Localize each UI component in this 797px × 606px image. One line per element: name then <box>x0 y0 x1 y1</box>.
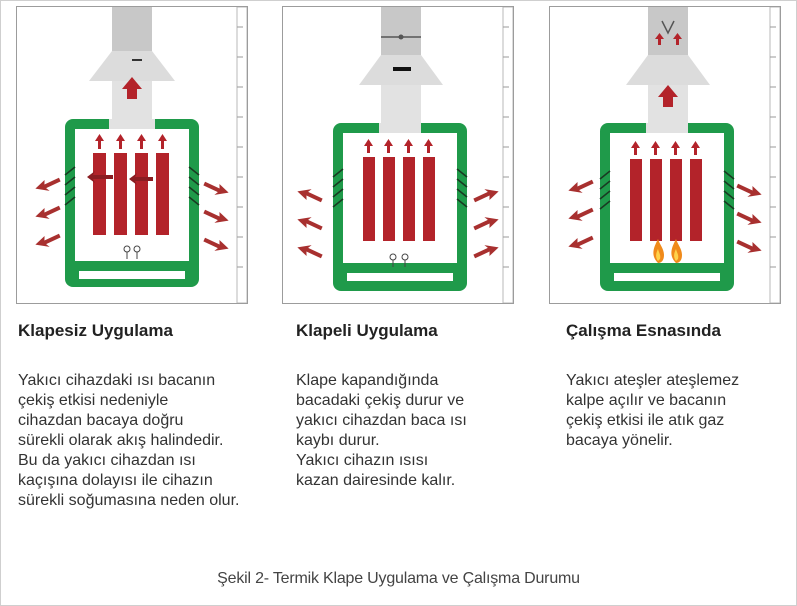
panel-description-operating: Yakıcı ateşler ateşlemez kalpe açılır ve… <box>566 372 740 449</box>
boiler-diagram-operating <box>568 7 780 303</box>
panel-title-with-damper: Klapeli Uygulama <box>296 321 438 340</box>
boiler-diagram-no-damper <box>35 7 247 303</box>
diagram-panel-operating <box>549 6 781 304</box>
panel-title-no-damper: Klapesiz Uygulama <box>18 321 173 340</box>
diagram-panel-with-damper <box>282 6 514 304</box>
frame-left-line <box>0 0 1 606</box>
panel-title-operating: Çalışma Esnasında <box>566 321 721 340</box>
figure-caption: Şekil 2- Termik Klape Uygulama ve Çalışm… <box>217 570 580 587</box>
frame-top-line <box>0 0 797 1</box>
panel-description-with-damper: Klape kapandığında bacadaki çekiş durur … <box>296 372 467 489</box>
boiler-diagram-with-damper <box>297 7 513 303</box>
panel-description-no-damper: Yakıcı cihazdaki ısı bacanın çekiş etkis… <box>18 372 240 509</box>
diagram-panel-no-damper <box>16 6 248 304</box>
